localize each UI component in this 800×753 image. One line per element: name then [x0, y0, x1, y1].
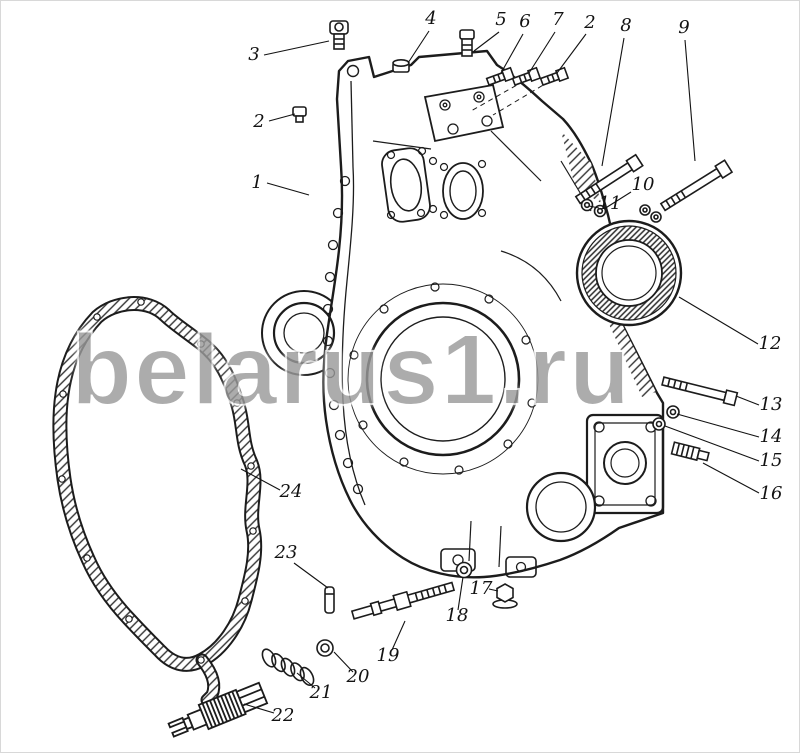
leader-lines	[240, 30, 760, 714]
callout-10: 10	[632, 174, 655, 195]
callout-19: 19	[377, 645, 400, 666]
plug-2-left	[292, 106, 307, 123]
bolt-13	[661, 376, 739, 407]
central-bore	[365, 301, 521, 457]
callout-2-top: 2	[583, 12, 595, 33]
washer-20	[316, 639, 334, 657]
cover-body	[261, 49, 665, 579]
gasket-bolt-holes	[58, 298, 257, 664]
plug-17	[492, 583, 518, 609]
washer-11	[580, 198, 662, 223]
callout-11: 11	[599, 193, 622, 214]
callout-16: 16	[760, 483, 783, 504]
callout-7: 7	[552, 9, 564, 30]
callout-labels: 1 2 2 3 4 5 6 7 8 9 10 11 12 13 14 15 16…	[248, 8, 782, 726]
plug-5	[459, 29, 475, 57]
plug-4	[392, 58, 410, 73]
washer-15	[652, 417, 666, 431]
gasket	[52, 296, 263, 707]
washer-10	[593, 204, 651, 218]
callout-14: 14	[760, 426, 783, 447]
face-bolt-holes	[349, 282, 537, 475]
callout-3: 3	[248, 44, 259, 65]
window-bolt-holes	[386, 146, 487, 220]
callout-18: 18	[446, 605, 469, 626]
bolt-6	[485, 66, 516, 87]
bolt-9	[659, 159, 734, 212]
fitting-16	[670, 441, 710, 462]
callout-20: 20	[346, 666, 370, 687]
pad-bolt-holes	[439, 91, 493, 135]
callout-17: 17	[470, 578, 493, 599]
seal-ring	[575, 219, 683, 327]
rod-19	[350, 581, 456, 620]
callout-1: 1	[251, 172, 262, 193]
bolt-8	[574, 153, 644, 205]
bolt-7	[511, 66, 542, 87]
callout-8: 8	[620, 15, 631, 36]
callout-12: 12	[759, 333, 782, 354]
pin-23	[324, 586, 335, 614]
callout-21: 21	[309, 682, 333, 703]
callout-13: 13	[760, 394, 783, 415]
callout-5: 5	[495, 9, 506, 30]
bolt-3	[329, 20, 349, 50]
callout-23: 23	[274, 542, 298, 563]
callout-4: 4	[424, 8, 436, 29]
washer-14	[666, 405, 680, 419]
washer-18	[455, 561, 473, 579]
callout-9: 9	[678, 17, 689, 38]
callout-15: 15	[760, 450, 783, 471]
callout-24: 24	[279, 481, 303, 502]
callout-6: 6	[519, 11, 530, 32]
callout-2-left: 2	[252, 111, 264, 132]
callout-22: 22	[271, 705, 295, 726]
bolt-2-top	[539, 66, 570, 87]
sensor-22	[167, 681, 269, 738]
flange-bolt-holes	[322, 175, 364, 495]
